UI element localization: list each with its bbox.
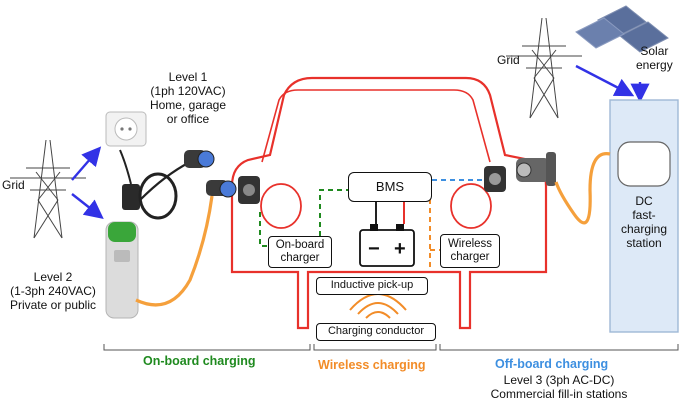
onboard-charger-box: On-board charger [268,236,332,268]
wall-socket-icon [105,111,147,147]
onboard-wiring [259,189,348,247]
dc-station-label: DC fast- charging station [620,194,668,250]
level2-cable [135,195,214,307]
car-headlight-left [260,183,302,229]
wall-charger-icon [105,221,139,319]
battery-plus-sign: + [394,238,406,260]
level2-label: Level 2 (1-3ph 240VAC) Private or public [9,270,97,312]
charging-conductor-box: Charging conductor [316,323,436,341]
battery-minus-sign: − [368,238,380,260]
dc-plug-icon [516,152,556,186]
car-outline [230,76,548,330]
onboard-charging-label: On-board charging [143,354,256,368]
grid-right-label: Grid [497,53,520,67]
section-brackets [103,344,679,351]
wireless-wiring [429,190,440,270]
car-windshield [261,89,491,163]
wireless-charger-box: Wireless charger [440,234,500,268]
offboard-charging-label: Off-board charging [495,357,609,371]
grid-arrows [71,64,650,219]
grid-left-label: Grid [2,178,25,192]
solar-panels-icon [575,5,669,53]
dc-station-box [609,99,679,333]
level3-label: Level 3 (3ph AC-DC) Commercial fill-in s… [490,373,628,401]
level1-label: Level 1 (1ph 120VAC) Home, garage or off… [149,70,227,126]
wireless-waves-icon [349,293,407,319]
inductive-pickup-box: Inductive pick-up [316,277,428,295]
battery-icon [359,224,415,267]
ac-plug-icon [184,150,215,168]
portable-charger-icon [119,149,191,220]
car-headlight-right [450,183,492,229]
grid-tower-right [506,17,582,119]
bms-battery-wires [375,200,405,224]
wireless-charging-label: Wireless charging [318,358,426,372]
car-inlet-left-icon [238,176,260,204]
type2-plug-icon [206,180,237,198]
solar-label: Solar energy [636,44,673,72]
bms-box: BMS [348,172,432,202]
dc-station-screen [617,141,671,187]
dc-cable [554,152,611,225]
car-inlet-right-icon [484,166,506,192]
